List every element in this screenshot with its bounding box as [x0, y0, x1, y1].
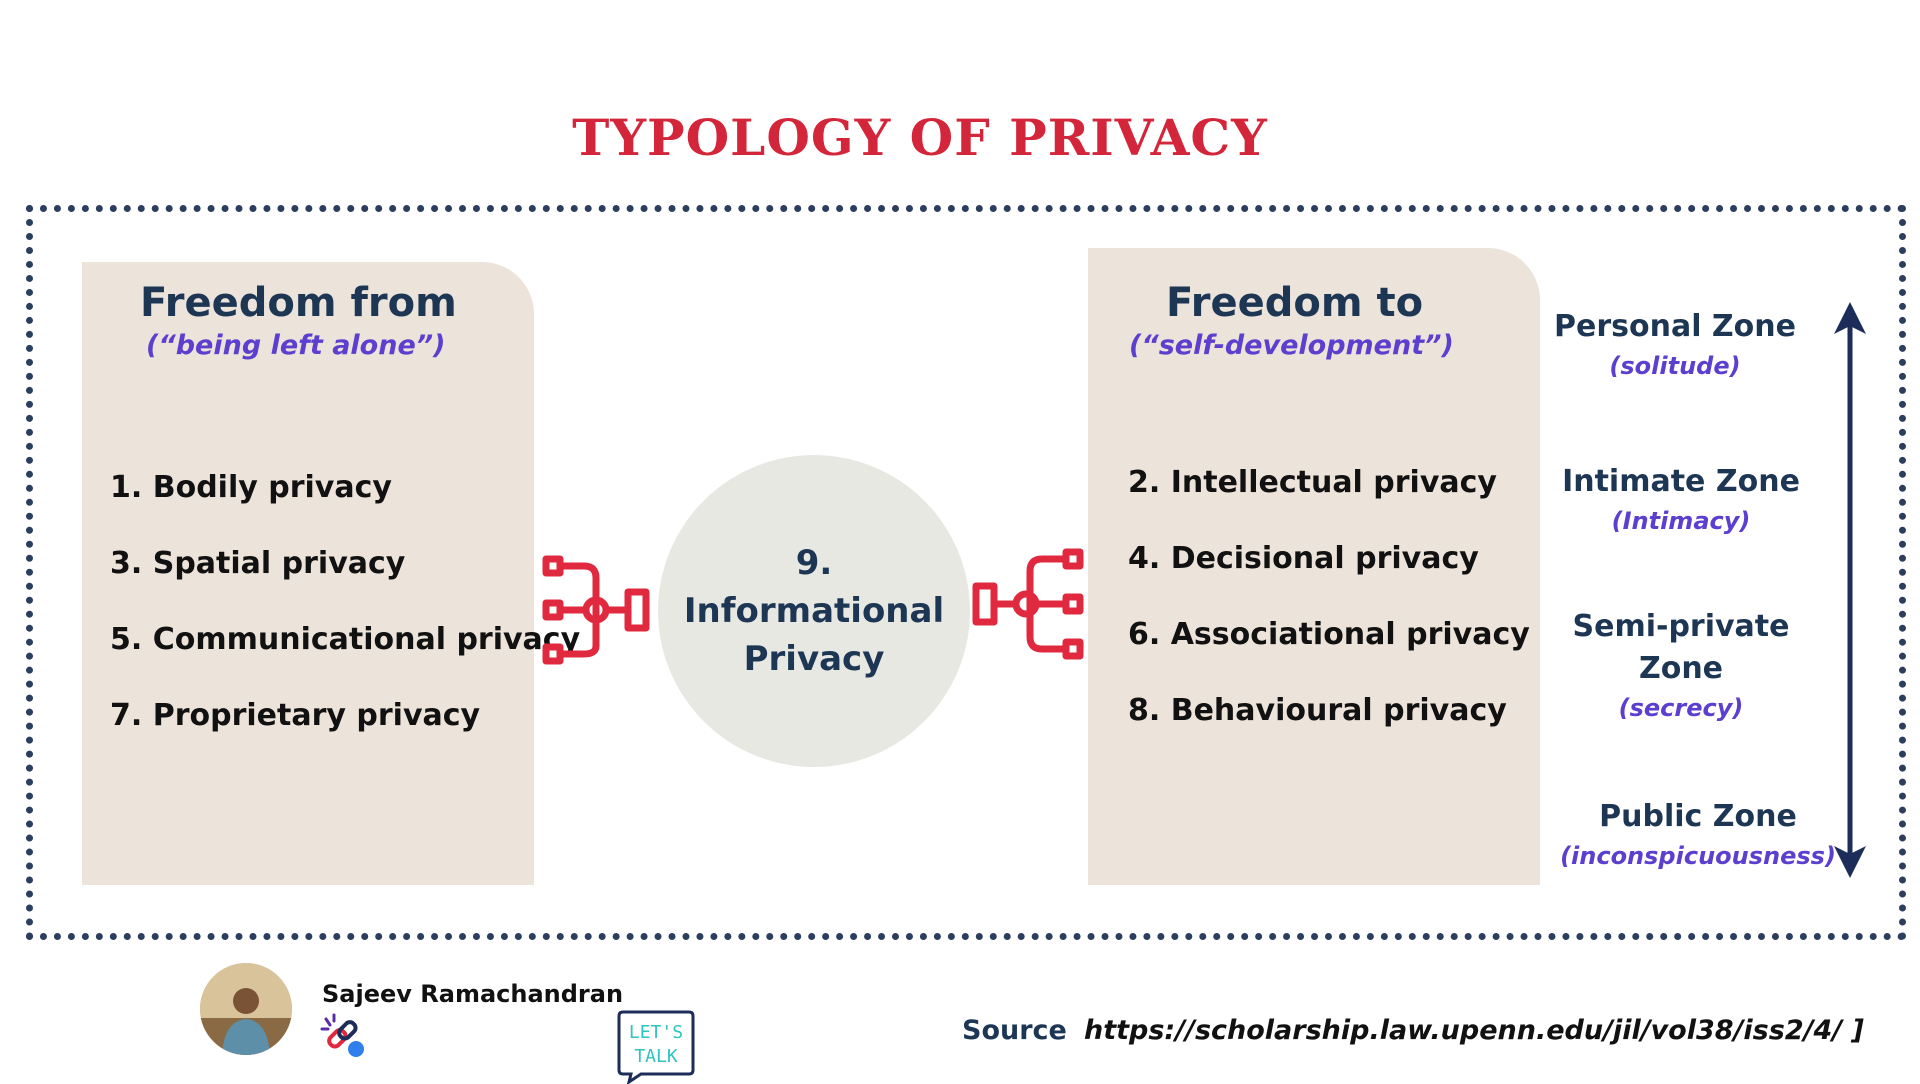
lets-talk-speech-bubble-icon: LET'S TALK [617, 1010, 695, 1084]
hub-title-line1: Informational [683, 591, 945, 631]
hub-number: 9. [795, 543, 833, 583]
semi-private-zone: Semi-private Zone (secrecy) [1536, 606, 1826, 726]
list-item: 7. Proprietary privacy [110, 698, 481, 733]
personal-zone: Personal Zone (solitude) [1530, 306, 1820, 384]
zone-sub: (Intimacy) [1611, 507, 1751, 535]
page-title: TYPOLOGY OF PRIVACY [572, 108, 1268, 167]
hierarchy-network-icon [972, 548, 1084, 660]
double-headed-arrow-icon [1834, 302, 1866, 878]
broken-link-icon [320, 1013, 364, 1057]
freedom-to-panel [1088, 248, 1540, 885]
freedom-from-panel [82, 262, 534, 885]
source-label: Source [962, 1015, 1067, 1046]
hierarchy-network-icon [542, 555, 650, 665]
author-name: Sajeev Ramachandran [322, 980, 624, 1008]
zone-name: Personal Zone [1554, 309, 1796, 344]
zone-sub: (inconspicuousness) [1560, 842, 1836, 870]
zone-name: Intimate Zone [1562, 464, 1800, 499]
list-item: 2. Intellectual privacy [1128, 465, 1497, 500]
zone-name-line2: Zone [1638, 651, 1724, 686]
public-zone: Public Zone (inconspicuousness) [1528, 796, 1868, 874]
informational-privacy-hub: 9. Informational Privacy [658, 455, 970, 767]
list-item: 5. Communicational privacy [110, 622, 581, 657]
hub-title-line2: Privacy [743, 639, 885, 679]
list-item: 6. Associational privacy [1128, 617, 1530, 652]
freedom-to-heading: Freedom to [1166, 280, 1424, 326]
badge-text-line2: TALK [634, 1046, 678, 1067]
list-item: 8. Behavioural privacy [1128, 693, 1507, 728]
freedom-to-list: 2. Intellectual privacy 4. Decisional pr… [1128, 465, 1530, 769]
freedom-from-list: 1. Bodily privacy 3. Spatial privacy 5. … [110, 470, 580, 774]
zone-sub: (solitude) [1609, 352, 1741, 380]
zone-name: Public Zone [1599, 799, 1797, 834]
list-item: 1. Bodily privacy [110, 470, 392, 505]
intimate-zone: Intimate Zone (Intimacy) [1536, 461, 1826, 539]
freedom-from-subheading: (“being left alone”) [146, 330, 446, 361]
list-item: 4. Decisional privacy [1128, 541, 1479, 576]
avatar [200, 963, 292, 1055]
badge-text-line1: LET'S [629, 1022, 683, 1043]
source-link[interactable]: https://scholarship.law.upenn.edu/jil/vo… [1084, 1015, 1864, 1046]
freedom-from-heading: Freedom from [140, 280, 457, 326]
zone-sub: (secrecy) [1618, 694, 1744, 722]
diagram-frame [26, 205, 1906, 940]
freedom-to-subheading: (“self-development”) [1129, 330, 1454, 361]
list-item: 3. Spatial privacy [110, 546, 406, 581]
zone-name: Semi-private [1572, 609, 1790, 644]
